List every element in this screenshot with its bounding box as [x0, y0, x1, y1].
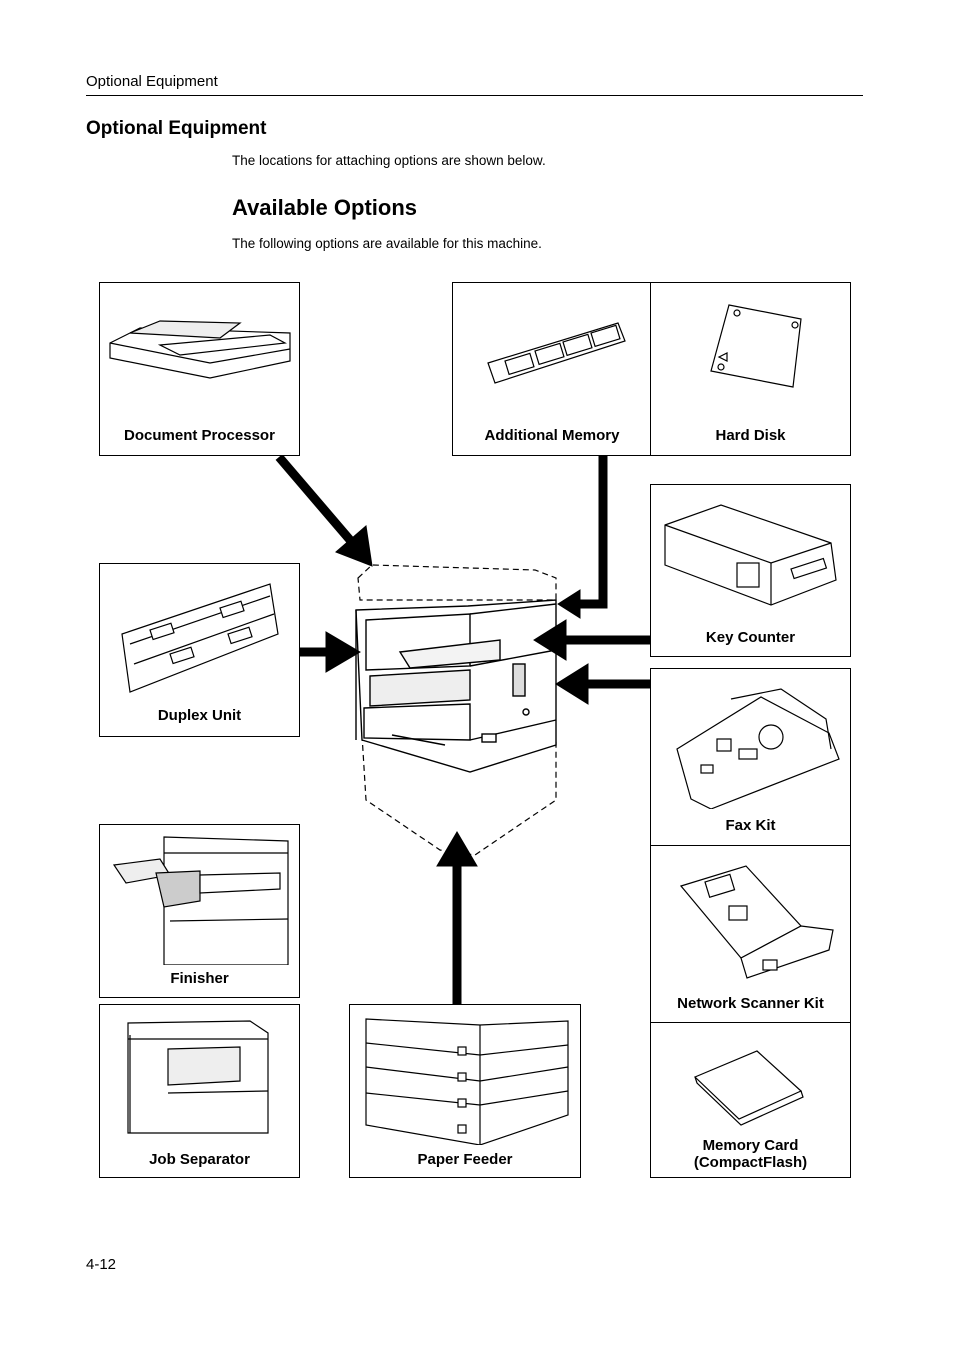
key-counter-icon: [664, 504, 837, 606]
duplex-unit-icon: [121, 583, 279, 693]
fax-board-icon: [676, 688, 840, 809]
label-finisher: Finisher: [170, 970, 229, 987]
job-separator-icon: [127, 1020, 269, 1134]
arrow-paper-feeder: [436, 831, 478, 1004]
dashed-doc-outline: [357, 564, 557, 601]
paper-feeder-icon: [365, 1018, 569, 1145]
option-job-separator: Job Separator: [99, 1004, 300, 1178]
label-key-counter: Key Counter: [705, 629, 796, 646]
memory-module-icon: [487, 322, 626, 384]
option-paper-feeder: Paper Feeder: [349, 1004, 581, 1178]
label-duplex-unit: Duplex Unit: [157, 707, 242, 724]
label-paper-feeder: Paper Feeder: [417, 1151, 513, 1168]
hard-disk-icon: [710, 304, 802, 388]
subsection-title: Available Options: [232, 195, 418, 220]
header-rule: [86, 95, 863, 96]
option-additional-memory: Additional Memory: [452, 282, 652, 456]
label-additional-memory: Additional Memory: [484, 427, 620, 444]
option-key-counter: Key Counter: [650, 484, 851, 657]
subsection-intro: The following options are available for …: [232, 236, 542, 251]
option-fax-kit: Fax Kit: [650, 668, 851, 846]
page-number: 4-12: [86, 1256, 117, 1273]
arrow-duplex-unit: [300, 631, 361, 673]
label-document-processor: Document Processor: [124, 427, 275, 444]
label-fax-kit: Fax Kit: [725, 817, 776, 834]
option-document-processor: Document Processor: [99, 282, 300, 456]
arrow-key-counter: [533, 619, 652, 661]
document-processor-icon: [109, 320, 291, 379]
label-network-scanner-kit: Network Scanner Kit: [677, 995, 824, 1012]
arrow-document-processor: [275, 454, 373, 567]
running-head: Optional Equipment: [86, 73, 218, 90]
arrow-additional-memory: [557, 456, 608, 619]
label-memory-card-line2: (CompactFlash): [693, 1154, 808, 1171]
option-finisher: Finisher: [99, 824, 300, 998]
section-intro: The locations for attaching options are …: [232, 153, 546, 168]
option-network-scanner-kit: Network Scanner Kit: [650, 845, 851, 1023]
option-duplex-unit: Duplex Unit: [99, 563, 300, 737]
label-hard-disk: Hard Disk: [715, 427, 786, 444]
label-job-separator: Job Separator: [149, 1151, 250, 1168]
finisher-icon: [112, 836, 289, 965]
option-hard-disk: Hard Disk: [650, 282, 851, 456]
option-memory-card: Memory Card (CompactFlash): [650, 1022, 851, 1178]
copier-machine: [355, 599, 557, 773]
section-title: Optional Equipment: [86, 118, 267, 139]
compactflash-card-icon: [693, 1050, 804, 1126]
network-scanner-board-icon: [679, 865, 834, 979]
arrow-fax-kit: [555, 663, 652, 705]
label-memory-card-line1: Memory Card: [702, 1137, 799, 1154]
